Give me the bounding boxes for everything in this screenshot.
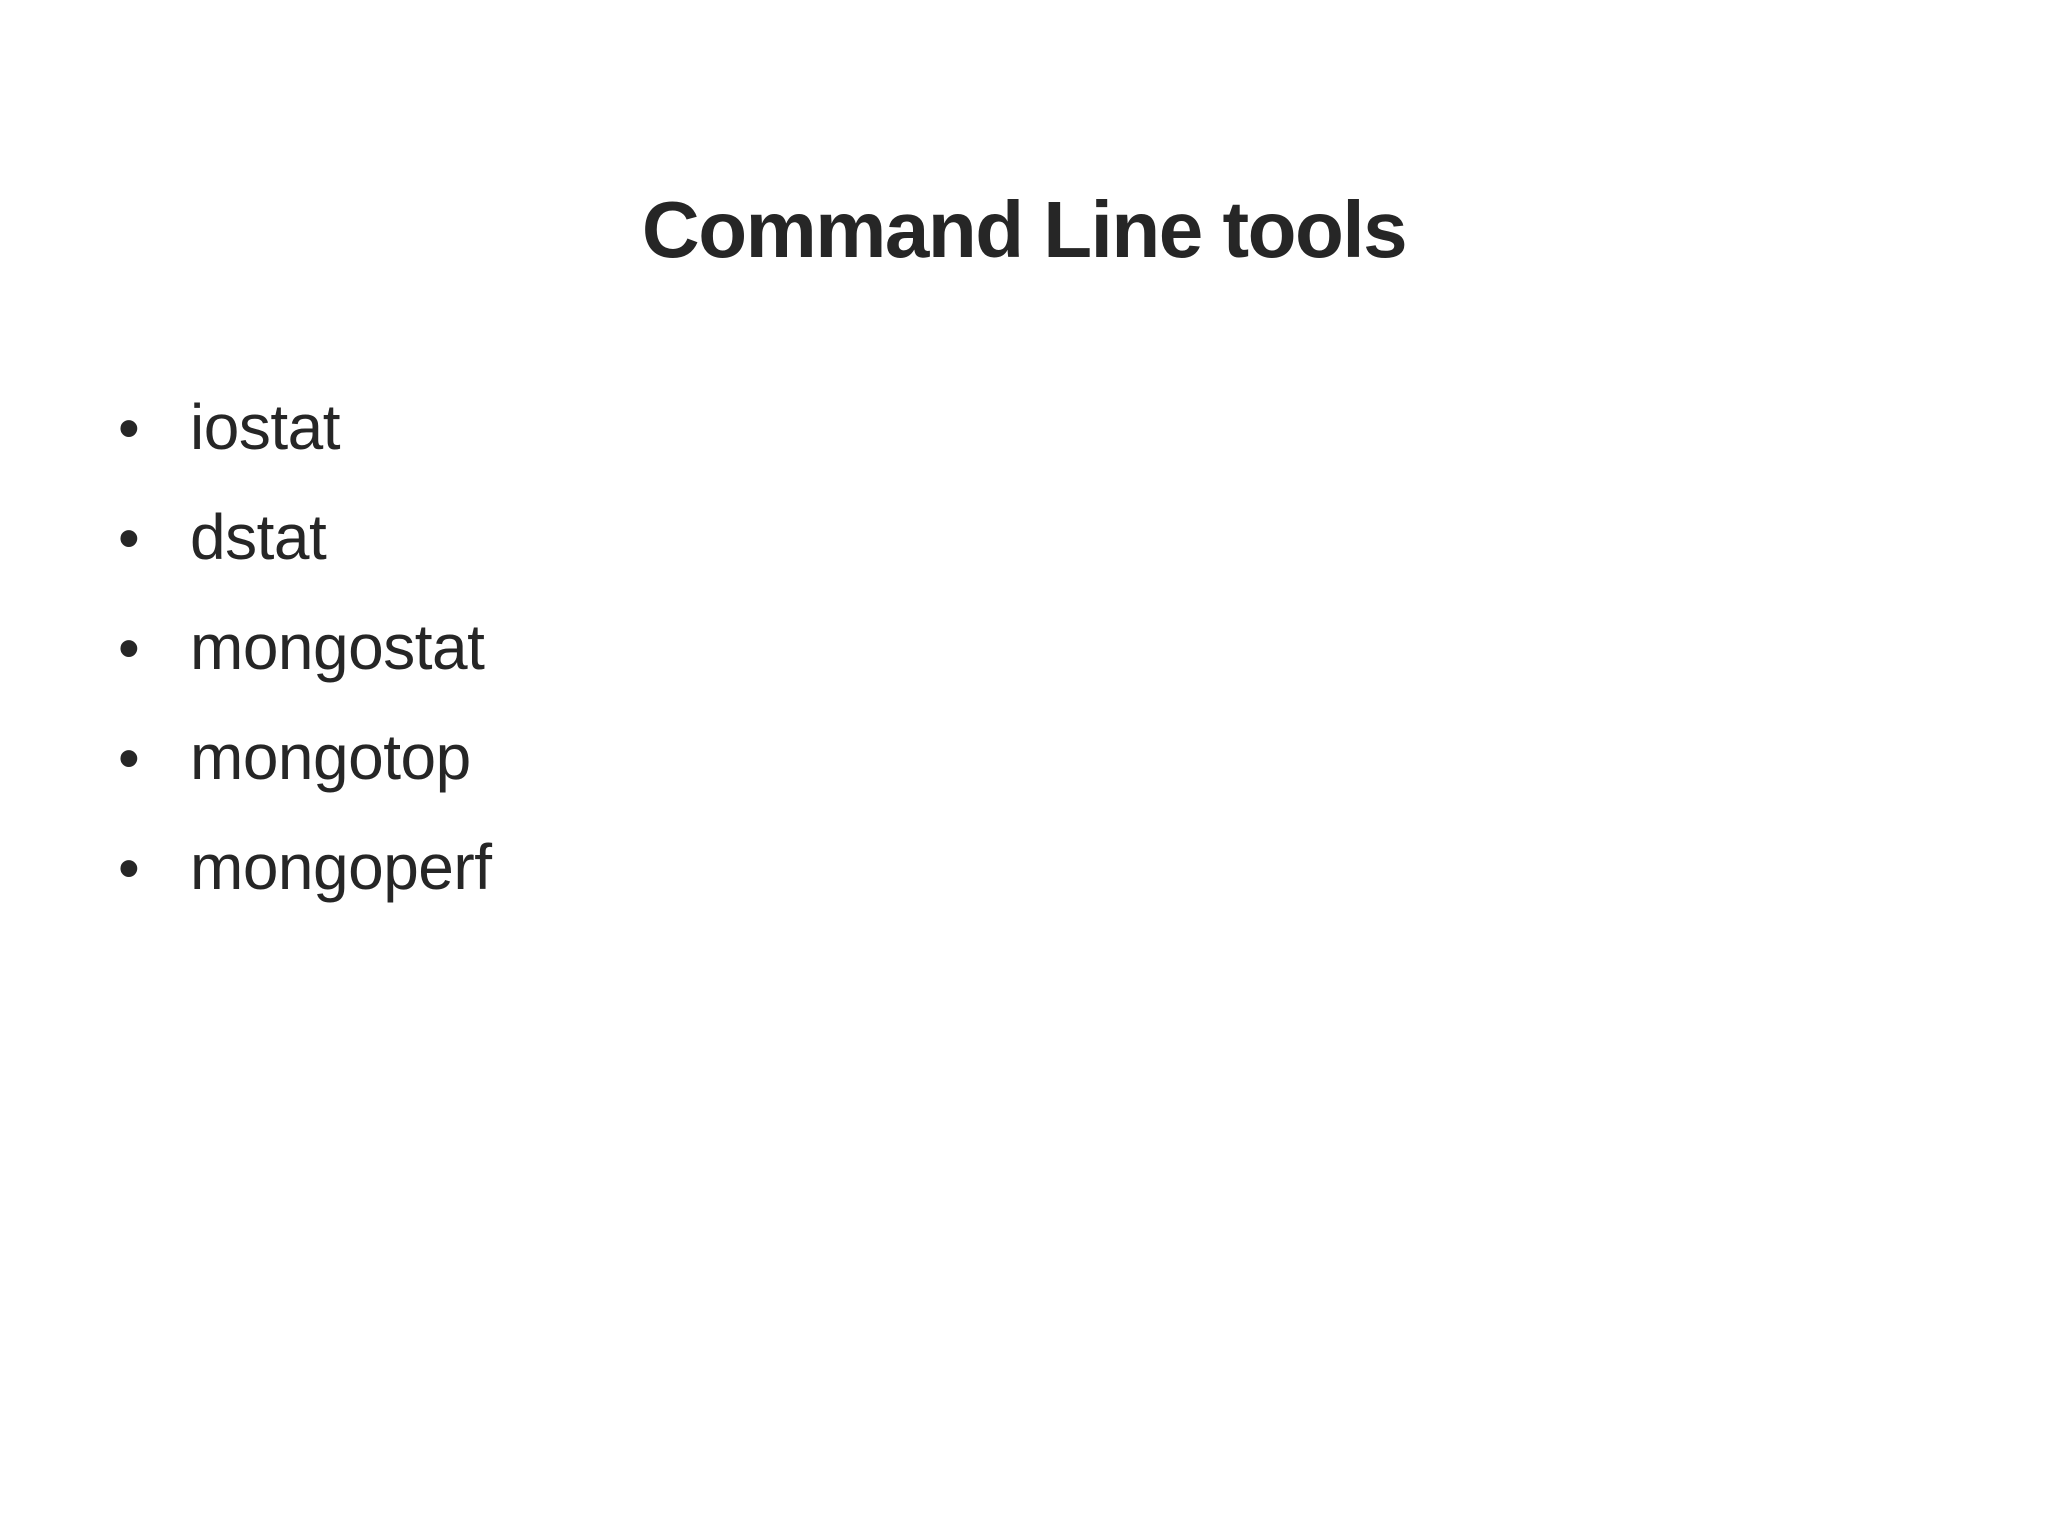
bullet-point-icon: • <box>118 724 140 793</box>
list-item-label: mongotop <box>190 721 471 793</box>
list-item: • mongoperf <box>110 812 1910 922</box>
list-item-label: mongoperf <box>190 831 492 903</box>
bullet-list: • iostat • dstat • mongostat • mongotop … <box>110 372 1910 922</box>
list-item: • mongotop <box>110 702 1910 812</box>
bullet-point-icon: • <box>118 394 140 463</box>
bullet-point-icon: • <box>118 504 140 573</box>
bullet-point-icon: • <box>118 834 140 903</box>
list-item: • iostat <box>110 372 1910 482</box>
page-title: Command Line tools <box>641 184 1408 274</box>
list-item: • mongostat <box>110 592 1910 702</box>
list-item-label: mongostat <box>190 611 485 683</box>
list-item-label: iostat <box>190 391 340 463</box>
bullet-point-icon: • <box>118 614 140 683</box>
list-item-label: dstat <box>190 501 327 573</box>
list-item: • dstat <box>110 482 1910 592</box>
